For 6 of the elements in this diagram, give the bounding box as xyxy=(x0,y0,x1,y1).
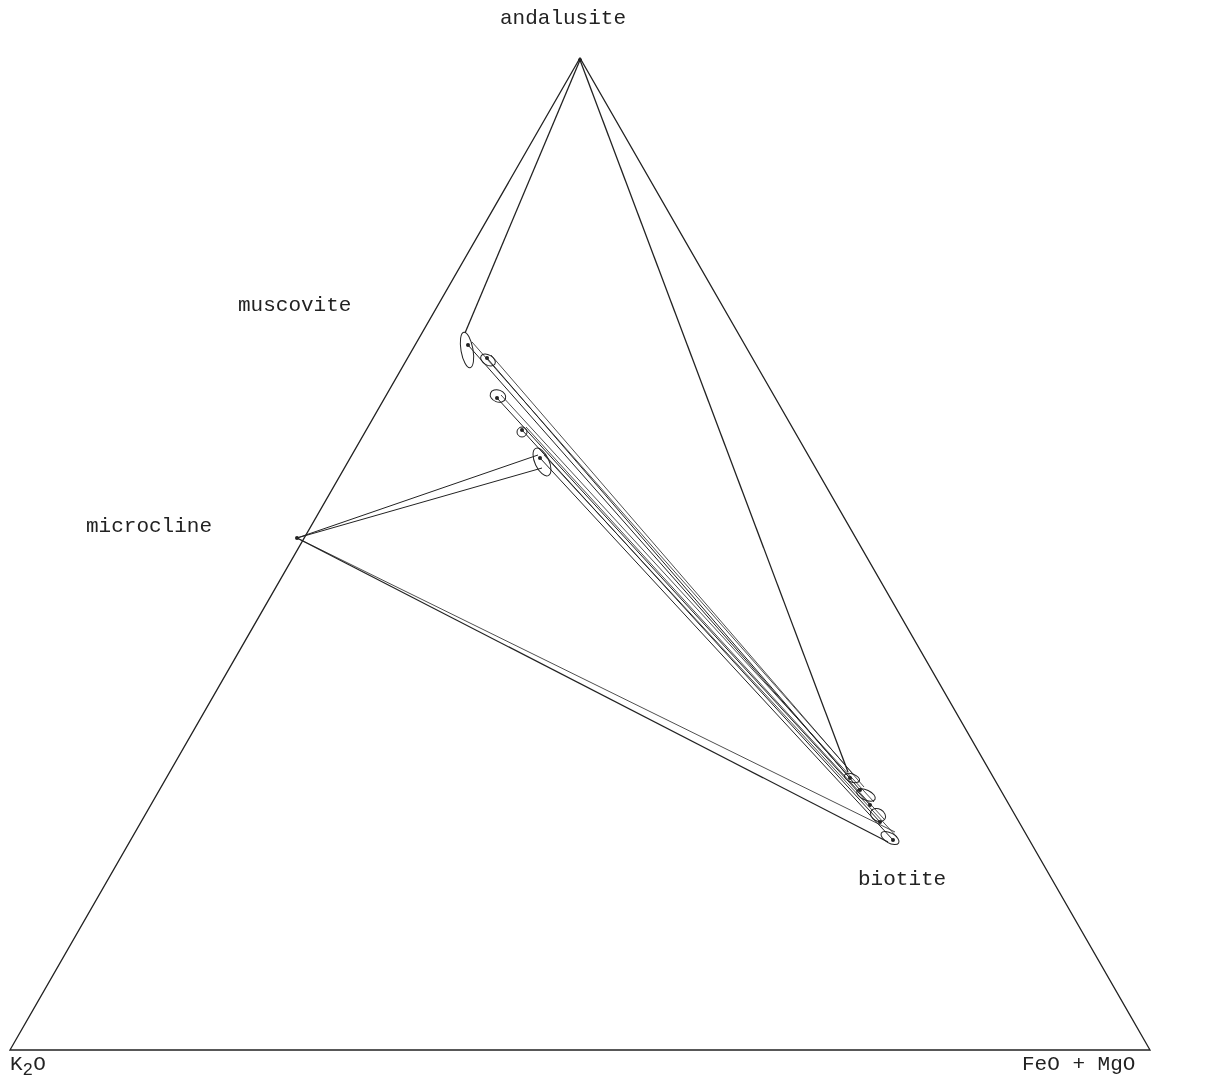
mineral-label: muscovite xyxy=(238,293,352,319)
mineral-label: andalusite xyxy=(500,6,627,32)
mineral-label: biotite xyxy=(858,867,947,893)
vertex-label: K$_{2}$O xyxy=(10,1052,46,1082)
mineral-label: microcline xyxy=(86,514,213,540)
vertex-label: FeO + MgO xyxy=(1022,1052,1136,1078)
